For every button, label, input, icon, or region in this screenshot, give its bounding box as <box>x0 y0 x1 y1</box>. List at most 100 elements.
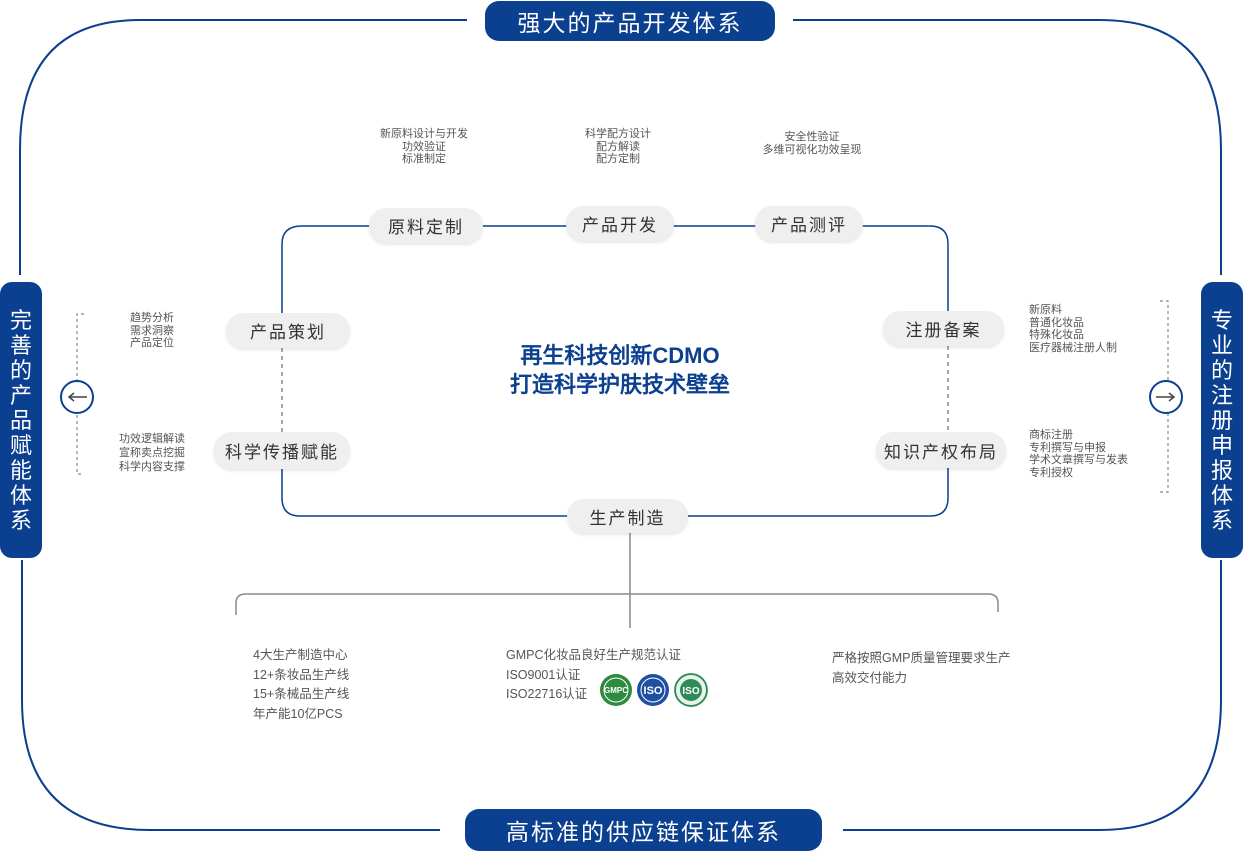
badge-text: ISO <box>682 686 699 697</box>
arrow-right-icon <box>1156 392 1176 402</box>
node-label: 产品策划 <box>250 323 326 342</box>
node-manufacturing[interactable]: 生产制造 <box>567 499 688 533</box>
banner-bottom: 高标准的供应链保证体系 <box>465 809 822 851</box>
note-line: 功效验证 <box>402 140 446 153</box>
note-line: 配方解读 <box>596 140 640 153</box>
node-planning[interactable]: 产品策划 <box>226 313 350 348</box>
note-planning: 趋势分析 需求洞察 产品定位 <box>130 312 174 350</box>
note-line: 标准制定 <box>402 153 446 165</box>
node-registration[interactable]: 注册备案 <box>883 311 1004 346</box>
banner-right-char: 体 <box>1210 482 1233 508</box>
detail-line: 严格按照GMP质量管理要求生产 <box>832 651 1011 665</box>
outer-frame-bottom-left <box>21 560 440 831</box>
arrow-left-icon <box>67 392 87 402</box>
node-label: 知识产权布局 <box>884 442 998 462</box>
outer-frame-top-left <box>19 19 467 275</box>
banner-left-char: 能 <box>9 457 32 483</box>
node-label: 原料定制 <box>388 218 464 237</box>
detail-line: ISO22716认证 <box>506 687 588 701</box>
note-line: 商标注册 <box>1029 429 1073 441</box>
node-label: 科学传播赋能 <box>225 443 339 462</box>
banner-right-char: 册 <box>1210 407 1233 433</box>
banner-left-char: 体 <box>9 482 32 508</box>
iso9001-badge-icon: ISO <box>637 674 669 706</box>
note-line: 配方定制 <box>596 153 640 165</box>
node-comm[interactable]: 科学传播赋能 <box>214 432 350 469</box>
note-line: 特殊化妆品 <box>1029 329 1084 341</box>
note-line: 专利授权 <box>1029 466 1073 479</box>
note-raw-material: 新原料设计与开发 功效验证 标准制定 <box>360 128 488 166</box>
banner-left-char: 完 <box>9 307 32 333</box>
arrow-left-button[interactable] <box>60 380 94 414</box>
note-comm: 功效逻辑解读 宣称卖点挖掘 科学内容支撑 <box>119 432 185 474</box>
note-line: 新原料 <box>1029 304 1062 316</box>
banner-left-char: 的 <box>9 357 32 383</box>
manufacturing-capacity: 4大生产制造中心 12+条妆品生产线 15+条械品生产线 年产能10亿PCS <box>253 646 349 724</box>
detail-line: 年产能10亿PCS <box>253 706 343 721</box>
manufacturing-quality: 严格按照GMP质量管理要求生产 高效交付能力 <box>832 649 1010 688</box>
banner-left-char: 产 <box>9 382 32 408</box>
note-line: 多维可视化功效呈现 <box>762 143 862 156</box>
detail-line: GMPC化妆品良好生产规范认证 <box>506 648 682 662</box>
banner-left: 完 善 的 产 品 赋 能 体 系 <box>0 282 42 558</box>
note-line: 趋势分析 <box>130 312 174 324</box>
note-line: 功效逻辑解读 <box>119 433 185 445</box>
node-label: 生产制造 <box>589 508 666 528</box>
node-label: 产品开发 <box>582 216 658 235</box>
banner-right-char: 专 <box>1210 307 1233 333</box>
banner-left-char: 系 <box>9 507 32 533</box>
manufacturing-certifications: GMPC化妆品良好生产规范认证 ISO9001认证 ISO22716认证 <box>506 646 681 705</box>
node-raw-material[interactable]: 原料定制 <box>369 208 483 243</box>
note-line: 安全性验证 <box>784 131 840 143</box>
detail-line: 12+条妆品生产线 <box>253 667 350 682</box>
banner-left-char: 赋 <box>9 432 32 458</box>
outer-frame-top-right <box>793 19 1222 275</box>
detail-line: 高效交付能力 <box>832 670 908 685</box>
node-product-dev[interactable]: 产品开发 <box>566 206 674 241</box>
banner-right-char: 的 <box>1210 357 1233 383</box>
note-line: 宣称卖点挖掘 <box>119 447 185 459</box>
banner-bottom-label: 高标准的供应链保证体系 <box>506 819 781 845</box>
note-line: 需求洞察 <box>130 324 174 337</box>
gmpc-badge-icon: GMPC <box>600 674 632 706</box>
banner-right-char: 系 <box>1210 507 1233 533</box>
slogan-line: 再生科技创新CDMO <box>520 343 720 368</box>
badge-text: GMPC <box>604 686 628 695</box>
note-product-eval: 安全性验证 多维可视化功效呈现 <box>750 131 874 156</box>
outer-frame-bottom-right <box>843 560 1222 831</box>
banner-top-label: 强大的产品开发体系 <box>517 10 743 36</box>
detail-line: ISO9001认证 <box>506 667 581 682</box>
detail-line: 4大生产制造中心 <box>253 648 348 662</box>
badge-text: ISO <box>644 685 663 697</box>
note-line: 专利撰写与申报 <box>1029 441 1106 454</box>
note-line: 学术文章撰写与发表 <box>1029 454 1128 466</box>
note-line: 医疗器械注册人制 <box>1029 341 1117 354</box>
node-label: 注册备案 <box>905 321 982 340</box>
node-product-eval[interactable]: 产品测评 <box>755 206 863 241</box>
node-ip[interactable]: 知识产权布局 <box>876 432 1006 468</box>
note-registration: 新原料 普通化妆品 特殊化妆品 医疗器械注册人制 <box>1029 304 1117 354</box>
inner-frame <box>281 225 949 517</box>
manufacturing-bracket <box>235 593 999 615</box>
banner-right: 专 业 的 注 册 申 报 体 系 <box>1201 282 1243 558</box>
note-line: 普通化妆品 <box>1029 316 1084 329</box>
slogan-line: 打造科学护肤技术壁垒 <box>509 372 730 397</box>
note-product-dev: 科学配方设计 配方解读 配方定制 <box>562 128 674 166</box>
banner-right-char: 申 <box>1210 432 1233 458</box>
center-slogan: 再生科技创新CDMO 打造科学护肤技术壁垒 <box>470 341 770 399</box>
banner-right-char: 注 <box>1210 382 1233 408</box>
note-ip: 商标注册 专利撰写与申报 学术文章撰写与发表 专利授权 <box>1029 429 1128 479</box>
banner-top: 强大的产品开发体系 <box>485 1 775 41</box>
note-line: 新原料设计与开发 <box>380 128 468 140</box>
arrow-right-button[interactable] <box>1149 380 1183 414</box>
iso22716-badge-icon: ISO <box>674 673 708 707</box>
banner-right-char: 报 <box>1210 457 1233 483</box>
note-line: 科学内容支撑 <box>119 461 185 473</box>
detail-line: 15+条械品生产线 <box>253 687 350 701</box>
banner-right-char: 业 <box>1210 332 1233 358</box>
banner-left-char: 善 <box>9 332 32 358</box>
node-label: 产品测评 <box>771 216 847 235</box>
note-line: 科学配方设计 <box>585 128 651 140</box>
banner-left-char: 品 <box>9 407 32 433</box>
note-line: 产品定位 <box>130 337 174 349</box>
